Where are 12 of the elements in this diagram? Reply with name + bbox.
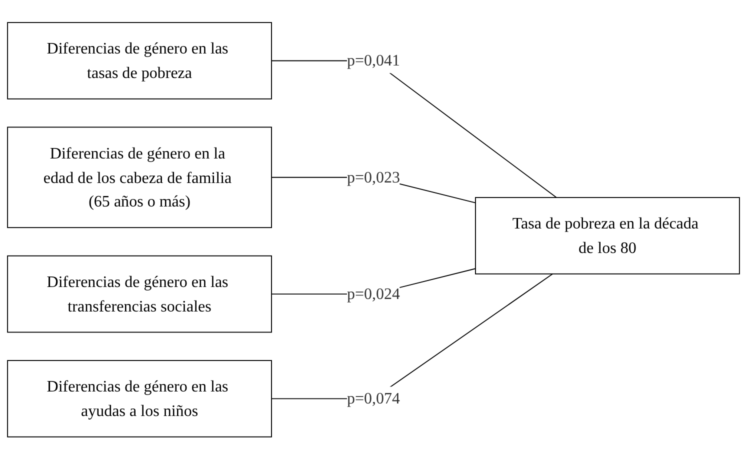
edge-label: p=0,023 — [346, 168, 400, 186]
edge-label: p=0,041 — [346, 52, 400, 70]
node-box — [475, 197, 740, 275]
node-box — [7, 256, 272, 333]
edge-label: p=0,074 — [346, 390, 400, 408]
node-box — [7, 127, 272, 228]
diagram: p=0,041 p=0,023 p=0,024 p=0,074 Diferencias de género en las tasas de pobreza Diferencias de género en la edad de los cabeza de familia (65 años o más) Diferencias de género en las transferencias sociales Diferencias de género en las ayudas a los niños Tasa de pobreza en la década de los 80 — [0, 15, 747, 445]
edge-label: p=0,024 — [346, 285, 400, 304]
node-box — [7, 22, 272, 100]
connector — [271, 274, 554, 400]
connector — [271, 60, 557, 198]
node-box — [7, 360, 272, 438]
